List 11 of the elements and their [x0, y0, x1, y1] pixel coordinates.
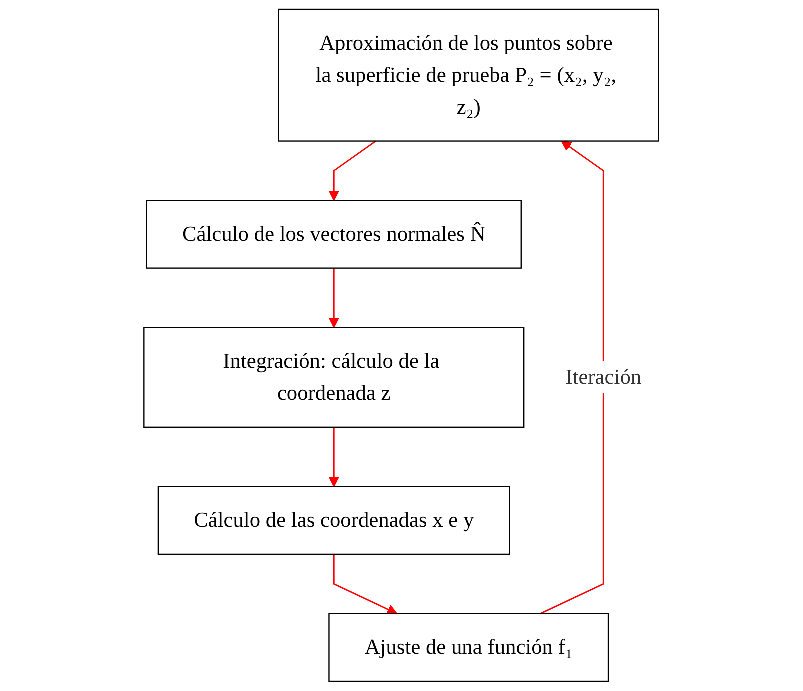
node-box: Ajuste de una función f₁	[328, 613, 610, 682]
node-box: Cálculo de las coordenadas x e y	[158, 486, 510, 556]
arrow	[328, 268, 340, 328]
arrow	[328, 427, 340, 488]
arrow	[333, 554, 398, 615]
node-box: Aproximación de los puntos sobre la superficie de prueba P₂ = (x₂, y₂, z₂)	[278, 8, 660, 142]
arrow	[540, 140, 604, 614]
node-box: Integración: cálculo de la coordenada z	[144, 327, 525, 428]
node-box: Cálculo de los vectores normales N̂	[146, 200, 522, 269]
arrow	[328, 140, 376, 202]
edge-label: Iteración	[566, 365, 642, 389]
